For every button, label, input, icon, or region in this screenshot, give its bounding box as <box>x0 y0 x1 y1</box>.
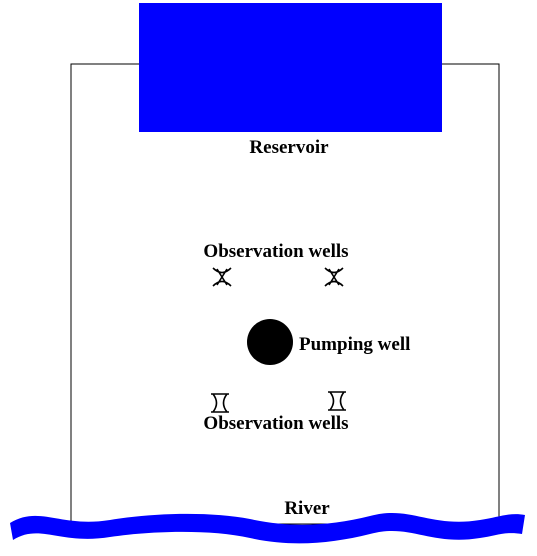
observation-well-marker <box>324 267 344 287</box>
pumping-well-label: Pumping well <box>299 334 410 355</box>
observation-well-marker <box>211 393 229 413</box>
reservoir-label: Reservoir <box>249 137 329 158</box>
observation-wells-label-top: Observation wells <box>203 241 348 262</box>
observation-well-marker <box>328 391 346 411</box>
observation-wells-label-bottom: Observation wells <box>203 413 348 434</box>
observation-well-marker <box>212 267 232 287</box>
pumping-well <box>247 319 293 365</box>
domain-boundary <box>70 63 500 525</box>
reservoir <box>139 3 442 132</box>
river-label: River <box>284 498 330 519</box>
river <box>10 512 525 544</box>
